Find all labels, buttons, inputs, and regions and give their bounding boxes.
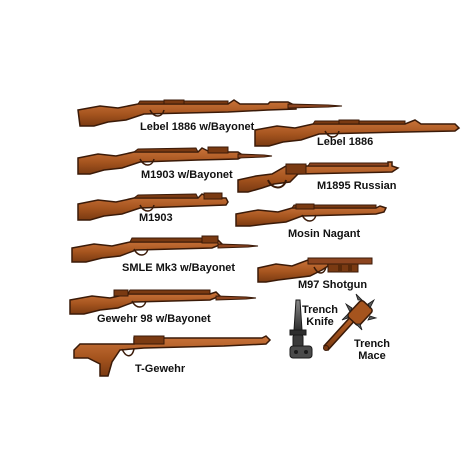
rifle-icon [235,203,388,227]
spiked-mace-icon [322,293,378,352]
trench-mace-label: Trench Mace [352,338,392,362]
lever-action-rifle-icon [237,161,400,193]
trench-knife-icon [289,299,313,359]
rifle-with-bayonet-icon [77,146,273,175]
rifle-with-bayonet-icon [69,289,257,315]
anti-tank-rifle-icon [73,335,272,377]
trench-mace-label-line2: Mace [358,350,386,362]
lebel-label: Lebel 1886 [317,136,374,148]
mosin-label: Mosin Nagant [288,228,361,240]
trench-knife-label-line2: Knife [306,316,334,328]
smle-label: SMLE Mk3 w/Bayonet [122,262,236,274]
trench-knife-label: Trench Knife [300,304,340,328]
lebel-bayonet-label: Lebel 1886 w/Bayonet [140,121,255,133]
rifle-with-bayonet-icon [71,235,259,263]
rifle-with-bayonet-icon [77,99,343,127]
rifle-icon [254,119,461,147]
rifle-icon [77,192,229,221]
m97-label: M97 Shotgun [298,279,368,291]
gewehr-label: Gewehr 98 w/Bayonet [97,313,211,325]
m1903-bayonet-label: M1903 w/Bayonet [141,169,233,181]
m1903-label: M1903 [139,212,173,224]
trench-knife-label-line1: Trench [301,304,339,316]
tgewehr-label: T-Gewehr [135,363,186,375]
m1895-label: M1895 Russian [317,180,397,192]
shotgun-icon [257,257,373,283]
trench-mace-label-line1: Trench [353,338,391,350]
